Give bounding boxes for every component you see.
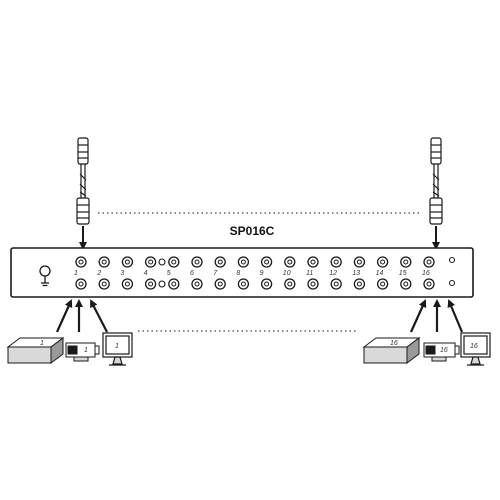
port-number-label: 15 [399, 270, 407, 277]
bnc-input-port [168, 278, 180, 290]
bnc-input-port [75, 278, 87, 290]
port-number-label: 14 [376, 270, 384, 277]
bnc-input-port [376, 278, 389, 290]
bnc-input-port [191, 278, 203, 290]
port-column: 5 [167, 256, 180, 290]
right-monitor-label: 16 [470, 343, 478, 350]
bnc-output-port [284, 256, 296, 268]
port-number-label: 9 [260, 270, 264, 277]
port-column: 11 [306, 256, 319, 290]
bnc-input-port [400, 278, 412, 290]
bnc-output-port [353, 256, 366, 268]
left-recorder: 1 [6, 337, 65, 364]
bnc-output-port [168, 256, 180, 268]
left-recorder-label: 1 [40, 340, 44, 347]
port-number-label: 16 [422, 270, 430, 277]
right-camera-label: 16 [440, 347, 448, 354]
port-number-label: 6 [190, 270, 194, 277]
bnc-output-port [121, 256, 134, 268]
led-indicator [448, 279, 456, 287]
bnc-output-port [191, 256, 203, 268]
port-column: 1 [74, 256, 87, 290]
port-number-label: 2 [96, 270, 101, 277]
right-bnc-cable [429, 137, 443, 225]
port-column: 13 [352, 256, 366, 290]
indicator-dot [158, 280, 166, 288]
bnc-output-port [307, 256, 319, 268]
right-recorder-label: 16 [390, 340, 398, 347]
bnc-input-port [307, 278, 319, 290]
bnc-output-port [376, 256, 389, 268]
bnc-input-port [353, 278, 366, 290]
port-column: 3 [120, 256, 134, 290]
bnc-input-port [214, 278, 226, 290]
bnc-output-port [423, 256, 435, 268]
device-model-label: SP016C [230, 224, 275, 238]
right-monitor: 16 [460, 332, 491, 366]
bnc-input-port [237, 278, 250, 290]
port-column: 4 [144, 256, 157, 290]
indicator-dot [158, 258, 166, 266]
left-input-arrows [55, 299, 108, 333]
bnc-output-port [214, 256, 226, 268]
port-column: 16 [422, 256, 435, 290]
port-column: 10 [283, 256, 296, 290]
port-number-label: 5 [167, 270, 171, 277]
port-column: 14 [376, 256, 389, 290]
bnc-output-port [237, 256, 250, 268]
port-column: 12 [329, 256, 342, 290]
bnc-input-port [330, 278, 342, 290]
bnc-output-port [144, 256, 157, 268]
port-column: 15 [399, 256, 412, 290]
right-recorder: 16 [362, 337, 421, 364]
left-monitor: 1 [102, 332, 133, 366]
right-input-arrows [409, 299, 464, 333]
power-symbol-icon [39, 265, 51, 287]
bnc-input-port [144, 278, 157, 290]
port-number-label: 7 [213, 270, 218, 277]
bnc-output-port [75, 256, 87, 268]
led-indicator [448, 256, 456, 264]
port-number-label: 11 [306, 270, 313, 277]
port-column: 9 [260, 256, 273, 290]
port-column: 7 [213, 256, 226, 290]
port-number-label: 3 [120, 270, 124, 277]
right-camera: 16 [423, 342, 460, 362]
port-number-label: 12 [329, 270, 337, 277]
bnc-input-port [260, 278, 273, 290]
port-column: 8 [236, 256, 250, 290]
bnc-output-port [98, 256, 110, 268]
port-number-label: 10 [283, 270, 291, 277]
left-monitor-label: 1 [115, 343, 119, 350]
port-column: 6 [190, 256, 203, 290]
bnc-input-port [284, 278, 296, 290]
port-number-label: 8 [236, 270, 240, 277]
left-bnc-cable [76, 137, 90, 225]
port-number-label: 1 [74, 270, 78, 277]
left-camera: 1 [65, 342, 100, 362]
bnc-output-port [260, 256, 273, 268]
bnc-output-port [330, 256, 342, 268]
port-number-label: 4 [144, 270, 148, 277]
bnc-output-port [400, 256, 412, 268]
port-number-label: 13 [352, 270, 360, 277]
left-camera-label: 1 [84, 347, 88, 354]
bnc-input-port [423, 278, 435, 290]
bnc-input-port [98, 278, 110, 290]
port-column: 2 [96, 256, 110, 290]
bnc-input-port [121, 278, 134, 290]
